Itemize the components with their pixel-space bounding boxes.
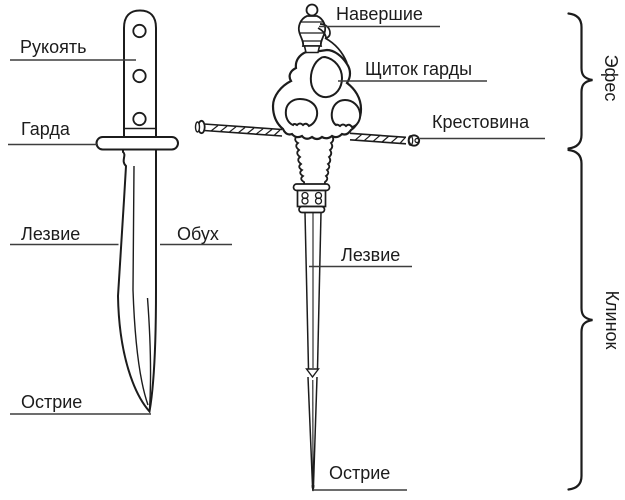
knife-blade-false-edge-line [146, 297, 152, 411]
sword-guard-shield [271, 48, 363, 141]
label-leader-lines [8, 25, 545, 491]
knife-rivet [132, 68, 147, 84]
sword-crossguard-label: Крестовина [432, 112, 530, 132]
blade-ricasso-mark [305, 368, 320, 379]
knife-blade [116, 146, 157, 414]
sword-guard-shield-label: Щиток гарды [365, 59, 473, 79]
knife-spine-label: Обух [177, 224, 219, 244]
knife-drawing [95, 9, 179, 414]
knife-rivet [132, 111, 147, 127]
pommel-scroll-curl [319, 23, 331, 39]
blade-brace [567, 148, 593, 491]
sword-pommel-label: Навершие [336, 4, 423, 24]
section-braces [567, 12, 593, 491]
sword-crossguard [194, 119, 421, 147]
sword-grip [294, 135, 335, 189]
shield-right-opening [330, 98, 362, 129]
hilt-section-label: Эфес [601, 54, 621, 102]
knife-point-label: Острие [21, 392, 83, 412]
crossguard-right-end-cap [407, 134, 421, 147]
knife-guard-label: Гарда [21, 119, 70, 139]
shield-top-opening [309, 55, 344, 99]
knife-rivet [132, 23, 147, 39]
shield-left-opening [284, 97, 319, 128]
sword-ferrule [292, 183, 331, 214]
sword-point-label: Острие [329, 463, 391, 483]
hilt-brace [567, 12, 593, 150]
knife-guard [95, 136, 179, 151]
knuckle-bow [317, 27, 348, 64]
sword-drawing [194, 3, 421, 492]
knife-edge-label: Лезвие [21, 224, 81, 244]
knife-handle-label: Рукоять [20, 37, 87, 57]
knife-blade-grind-line [132, 165, 149, 406]
sword-blade [304, 212, 322, 492]
sword-edge-label: Лезвие [341, 245, 401, 265]
blade-section-label: Клинок [602, 290, 622, 350]
